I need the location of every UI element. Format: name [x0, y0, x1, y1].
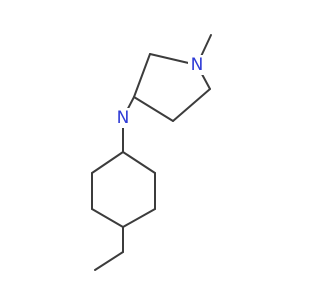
bond-ethyl-ch2-ch3 — [94, 251, 124, 271]
atom-n-amine: N — [114, 108, 132, 128]
bond-cy-c1-c2 — [122, 151, 156, 174]
bond-cy-c6-c1 — [91, 151, 124, 174]
atom-n-amine-label: N — [117, 108, 130, 128]
bond-cy-c4-c5 — [91, 208, 124, 228]
bond-ring-c4-c5 — [172, 88, 211, 122]
atom-n-ring: N — [188, 55, 206, 75]
atom-n-ring-label: N — [191, 55, 204, 75]
bond-cy-c3-c4 — [122, 208, 156, 228]
bond-ring-c3-c4 — [133, 96, 174, 122]
structure-diagram: N N — [91, 34, 212, 271]
bond-ring-c2-c3 — [133, 53, 151, 98]
